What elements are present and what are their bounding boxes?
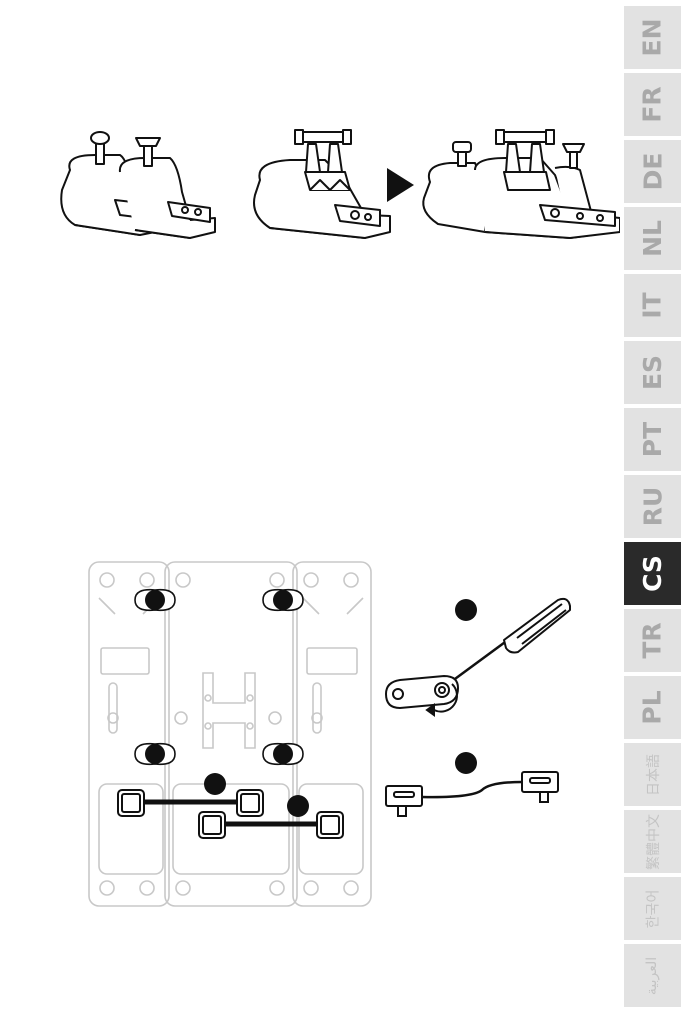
lang-tab-fr[interactable]: FR bbox=[624, 73, 681, 140]
lang-label: NL bbox=[638, 220, 667, 257]
play-arrow-icon bbox=[387, 168, 414, 202]
lang-tab-it[interactable]: IT bbox=[624, 274, 681, 341]
throttle-quadrant bbox=[254, 130, 390, 238]
lang-label: DE bbox=[638, 153, 667, 191]
lang-tab-ar[interactable]: العربية bbox=[624, 944, 681, 1011]
lang-label: EN bbox=[638, 18, 667, 56]
lang-tab-de[interactable]: DE bbox=[624, 140, 681, 207]
flaps-module-right bbox=[120, 138, 215, 238]
cable-connectors bbox=[118, 790, 343, 838]
throttle-assembly-illustration bbox=[40, 120, 620, 260]
cable-icon bbox=[386, 772, 558, 816]
lang-label: IT bbox=[638, 292, 667, 318]
lang-label: العربية bbox=[644, 956, 660, 994]
lang-label: 日本語 bbox=[643, 754, 663, 796]
lang-tab-cs[interactable]: CS bbox=[624, 542, 681, 609]
lang-label: ES bbox=[638, 355, 667, 390]
lang-tab-es[interactable]: ES bbox=[624, 341, 681, 408]
mounting-plate-diagram bbox=[85, 558, 375, 910]
mounting-bolts bbox=[135, 590, 303, 765]
lang-label: 한국어 bbox=[642, 889, 662, 928]
lang-tab-pt[interactable]: PT bbox=[624, 408, 681, 475]
step-marker-c bbox=[455, 599, 477, 621]
bracket-part bbox=[386, 676, 458, 715]
lang-tab-ja[interactable]: 日本語 bbox=[624, 743, 681, 810]
lang-tab-pl[interactable]: PL bbox=[624, 676, 681, 743]
language-tabs: EN FR DE NL IT ES PT RU CS TR PL 日本語 繁體中… bbox=[624, 0, 681, 1020]
lang-label: TR bbox=[638, 622, 667, 658]
lang-label: PL bbox=[638, 690, 667, 724]
step-marker-a bbox=[204, 773, 226, 795]
assembled-throttle bbox=[423, 130, 620, 238]
lang-tab-nl[interactable]: NL bbox=[624, 207, 681, 274]
lang-label: 繁體中文 bbox=[643, 814, 663, 870]
lang-label: FR bbox=[638, 86, 667, 122]
lang-label: RU bbox=[638, 487, 667, 527]
tools-diagram bbox=[382, 592, 582, 832]
lang-tab-en[interactable]: EN bbox=[624, 6, 681, 73]
lang-tab-tr[interactable]: TR bbox=[624, 609, 681, 676]
lang-tab-ko[interactable]: 한국어 bbox=[624, 877, 681, 944]
lang-tab-ru[interactable]: RU bbox=[624, 475, 681, 542]
step-marker-d bbox=[455, 752, 477, 774]
lang-label: CS bbox=[638, 555, 667, 592]
lang-tab-zh[interactable]: 繁體中文 bbox=[624, 810, 681, 877]
step-marker-b bbox=[287, 795, 309, 817]
lang-label: PT bbox=[638, 422, 667, 457]
